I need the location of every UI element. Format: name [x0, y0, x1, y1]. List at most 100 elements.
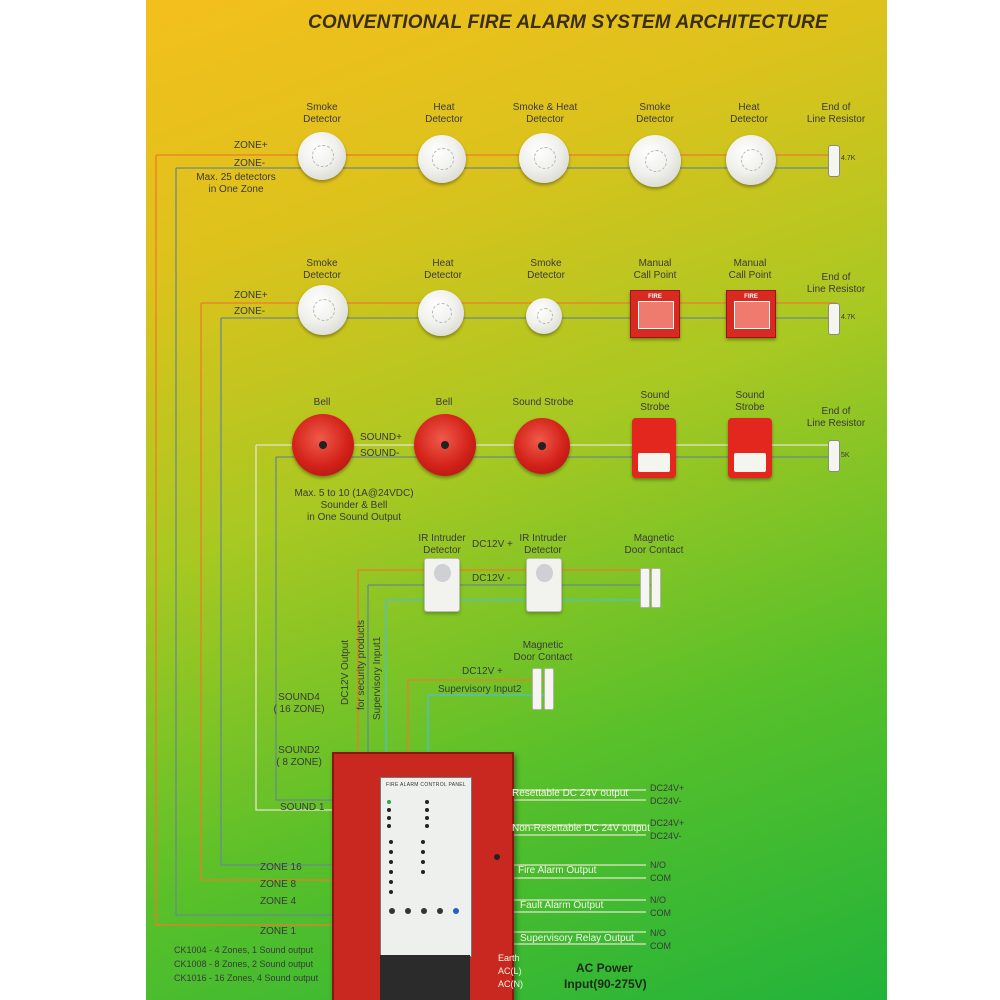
panel-button[interactable] [405, 908, 411, 914]
panel-button[interactable] [421, 908, 427, 914]
sound2-label: SOUND2( 8 ZONE) [276, 745, 322, 768]
ac-line: AC(L) [498, 966, 522, 976]
sound-plus: SOUND+ [360, 432, 402, 443]
bell-icon [292, 414, 354, 476]
sound-feed-neg [275, 457, 332, 801]
z1-zone-plus: ZONE+ [234, 140, 268, 151]
zone-led-icon [389, 890, 393, 894]
panel-bottom [380, 955, 470, 1000]
z2-zone-minus: ZONE- [234, 306, 266, 317]
status-led-icon [425, 808, 429, 812]
heat-detector-icon [726, 135, 776, 185]
sound-strobe-icon [514, 418, 570, 474]
zone1-feed-neg [175, 168, 332, 916]
bell-icon [414, 414, 476, 476]
dc12v-minus: DC12V - [472, 573, 511, 584]
output-2-v1: N/O [650, 860, 667, 870]
end-of-line-resistor-icon [828, 145, 840, 177]
snd-dev2-label: Bell [435, 397, 453, 408]
dc12v-output-label: DC12V Output [340, 639, 351, 705]
z2-eol-value: 4.7K [841, 314, 856, 321]
status-led-icon [425, 816, 429, 820]
smoke-detector-icon [298, 132, 346, 180]
output-supervisory-relay: Supervisory Relay Output [520, 933, 634, 944]
output-3-v2: COM [650, 908, 671, 918]
magnetic-door-contact-icon [532, 668, 542, 710]
z1-zone-minus: ZONE- [234, 158, 266, 169]
zone2-feed-neg [220, 318, 332, 866]
smoke-detector-icon [629, 135, 681, 187]
zone-led-icon [389, 840, 393, 844]
dc12v-output-label-2: for security products [356, 619, 367, 710]
diagram-title: CONVENTIONAL FIRE ALARM SYSTEM ARCHITECT… [308, 12, 828, 33]
ac-power-label: AC Power [576, 961, 633, 975]
zone16-label: ZONE 16 [260, 862, 302, 873]
end-of-line-resistor-icon [828, 303, 840, 335]
model-ck1016: CK1016 - 16 Zones, 4 Sound output [174, 973, 319, 983]
magnetic-door-contact-icon [544, 668, 554, 710]
output-4-v2: COM [650, 941, 671, 951]
snd-eol-value: 5K [841, 452, 850, 459]
panel-button[interactable] [437, 908, 443, 914]
status-led-icon [387, 808, 391, 812]
smoke-detector-icon [298, 285, 348, 335]
zone-led-icon [421, 860, 425, 864]
heat-detector-icon [418, 290, 464, 336]
ac-earth: Earth [498, 953, 520, 963]
zone-led-icon [389, 850, 393, 854]
zone1-feed [155, 155, 332, 926]
magnetic-door-contact-icon [651, 568, 661, 608]
output-1-v1: DC24V+ [650, 818, 685, 828]
output-non-resettable: Non-Resettable DC 24V output [512, 823, 650, 834]
model-ck1004: CK1004 - 4 Zones, 1 Sound output [174, 945, 314, 955]
output-0-v2: DC24V- [650, 796, 682, 806]
sound-strobe-icon [728, 418, 772, 478]
lock-icon [494, 854, 500, 860]
output-3-v1: N/O [650, 895, 667, 905]
dc12v-plus: DC12V + [472, 539, 513, 550]
ac-neutral: AC(N) [498, 979, 523, 989]
smoke-heat-detector-icon [519, 133, 569, 183]
output-fire-alarm: Fire Alarm Output [518, 865, 597, 876]
sound-strobe-icon [632, 418, 676, 478]
end-of-line-resistor-icon [828, 440, 840, 472]
panel-button[interactable] [453, 908, 459, 914]
fire-alarm-control-panel: FIRE ALARM CONTROL PANEL [332, 752, 514, 1000]
manual-call-point-icon: FIRE [726, 290, 776, 338]
sound-feed [255, 445, 332, 811]
dc12v-plus-2: DC12V + [462, 666, 503, 677]
panel-title: FIRE ALARM CONTROL PANEL [386, 782, 466, 788]
sound4-label: SOUND4( 16 ZONE) [273, 692, 325, 715]
zone4-label: ZONE 4 [260, 896, 297, 907]
ir-intruder-detector-icon [424, 558, 460, 612]
zone1-label: ZONE 1 [260, 926, 297, 937]
zone-led-icon [389, 870, 393, 874]
supervisory-input2: Supervisory Input2 [438, 684, 522, 695]
zone-led-icon [421, 870, 425, 874]
panel-button[interactable] [389, 908, 395, 914]
output-resettable: Resettable DC 24V output [512, 788, 629, 799]
status-led-icon [387, 824, 391, 828]
manual-call-point-icon: FIRE [630, 290, 680, 338]
zone-led-icon [389, 860, 393, 864]
z2-zone-plus: ZONE+ [234, 290, 268, 301]
sound1-label: SOUND 1 [280, 802, 325, 813]
sound-minus: SOUND- [360, 448, 400, 459]
status-led-icon [425, 824, 429, 828]
